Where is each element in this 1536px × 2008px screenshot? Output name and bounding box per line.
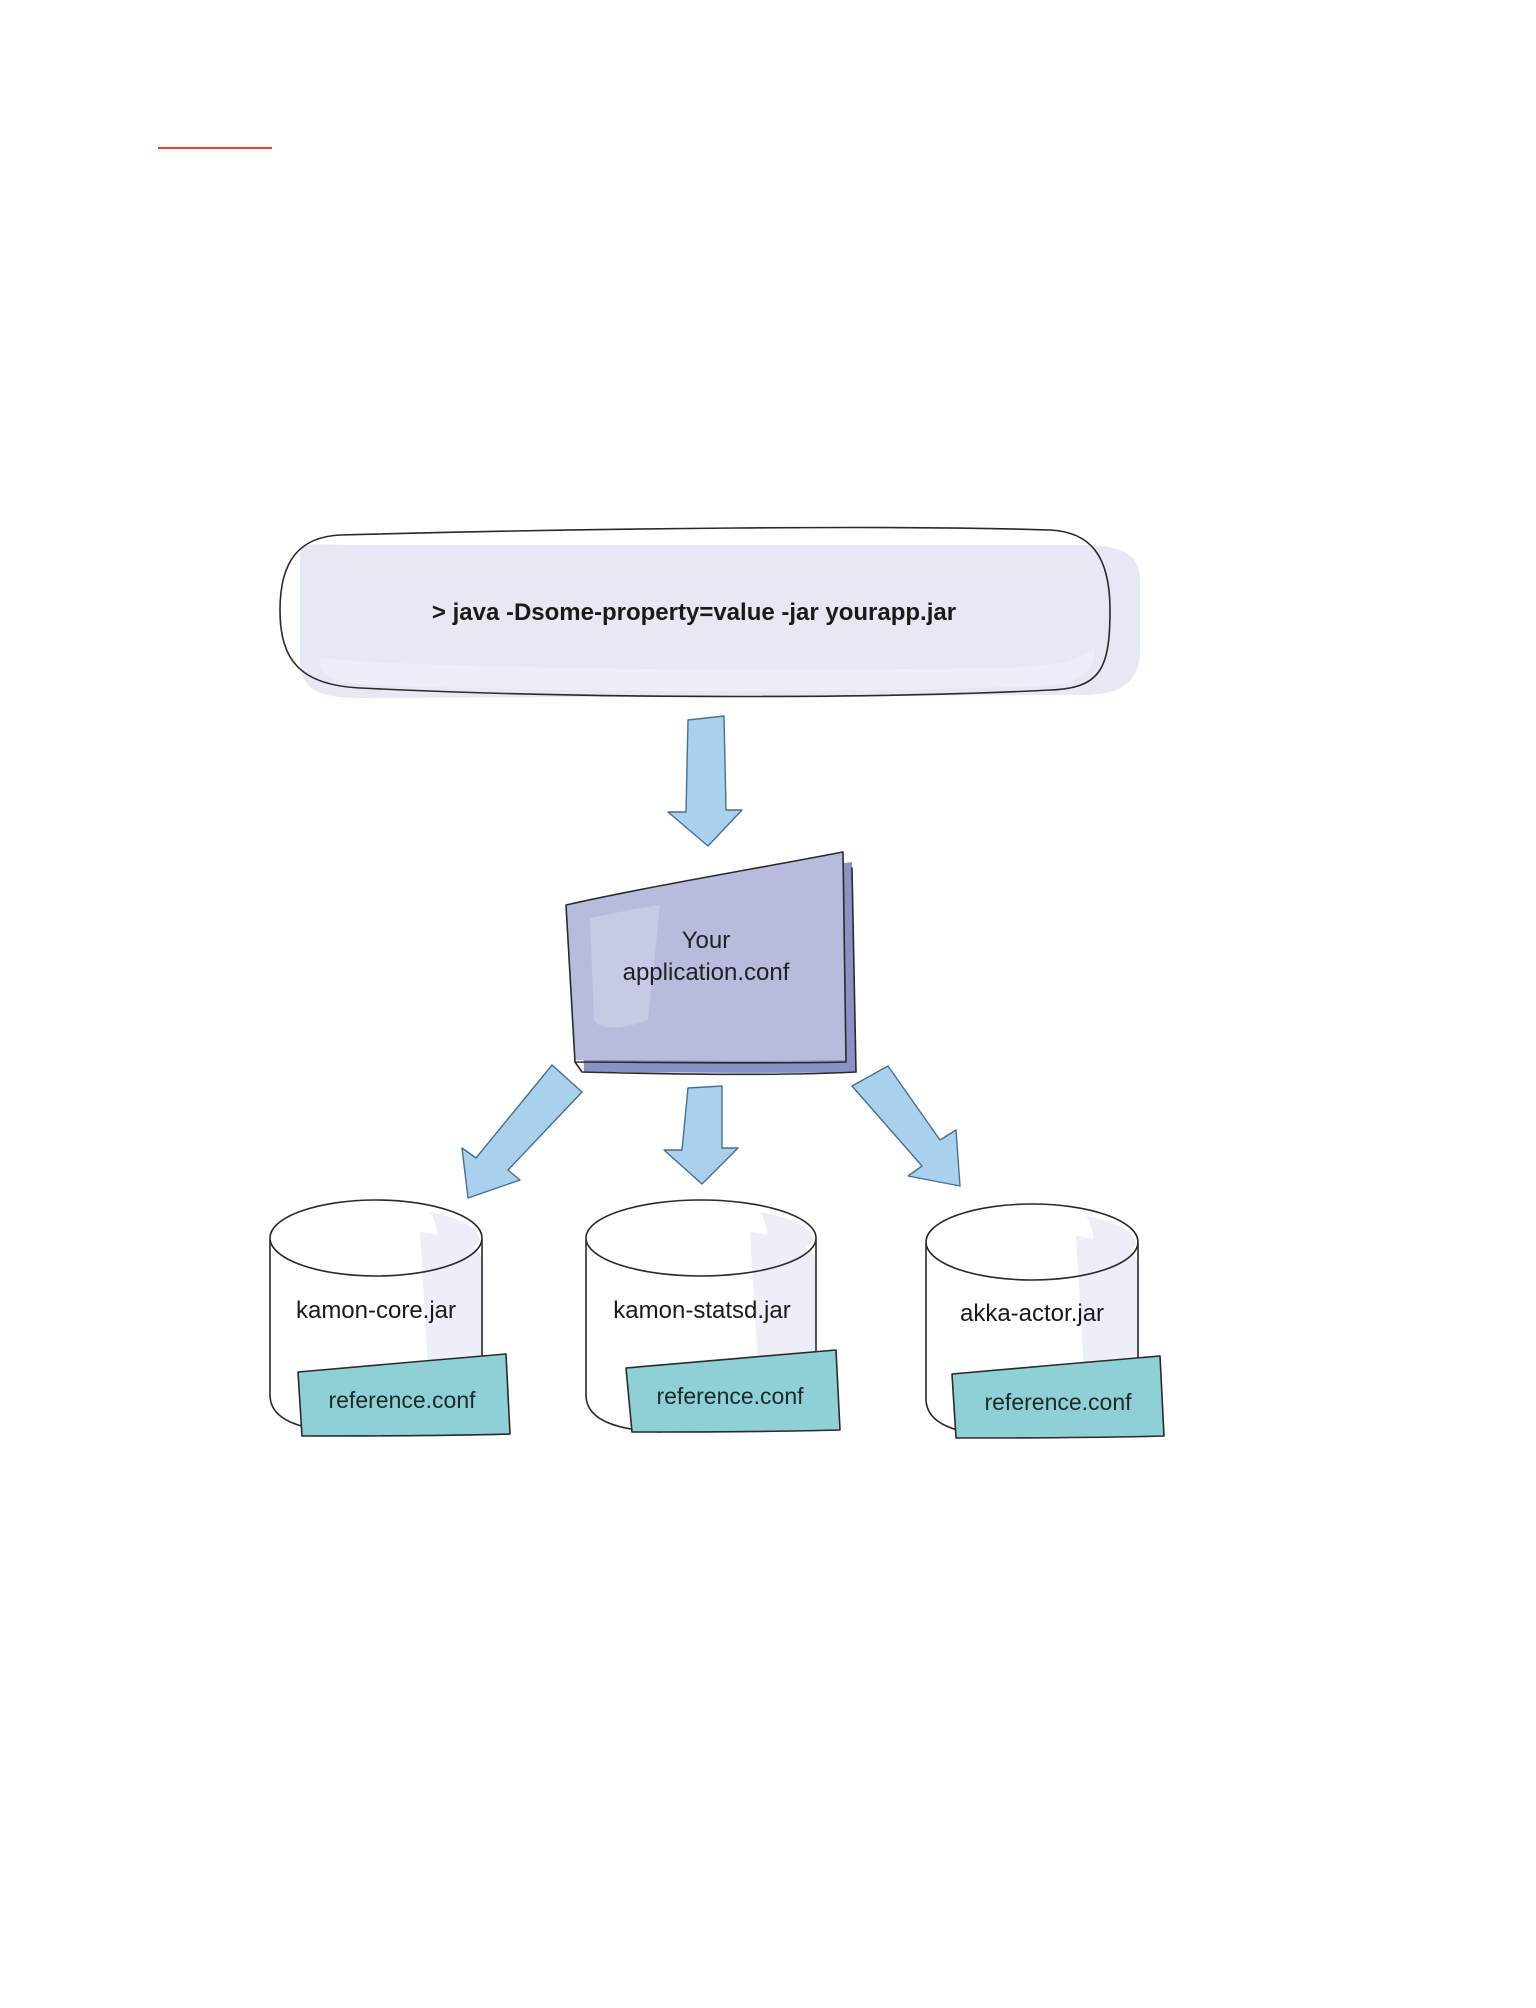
jar-kamon-core: kamon-core.jar reference.conf <box>269 1199 511 1437</box>
jar-akka-actor: akka-actor.jar reference.conf <box>925 1203 1165 1439</box>
appconf-outline-back <box>574 867 857 1076</box>
jar-kamon-core-top-shade <box>430 1212 480 1265</box>
arrow-appconf-to-kamon-core <box>461 1064 583 1199</box>
command-pill-inner-shade <box>319 645 1096 692</box>
command-pill-shadow <box>300 544 1140 698</box>
arrow-appconf-to-akka-actor <box>851 1065 961 1187</box>
appconf-label-line2: application.conf <box>623 959 790 986</box>
jar-akka-actor-ref-tag <box>952 1356 1164 1438</box>
jar-kamon-statsd-top-shade <box>760 1212 814 1265</box>
jar-kamon-core-name: kamon-core.jar <box>296 1297 456 1324</box>
jar-kamon-statsd-ref-tag <box>626 1350 840 1432</box>
appconf-outline <box>565 851 847 1064</box>
jar-akka-actor-ref-tag-outline <box>951 1355 1165 1439</box>
application-conf-card: Your application.conf <box>565 851 857 1076</box>
jar-kamon-statsd-name: kamon-statsd.jar <box>613 1297 790 1324</box>
command-pill-outline <box>279 526 1111 698</box>
jar-akka-actor-ref-label: reference.conf <box>984 1389 1132 1415</box>
appconf-label-line1: Your <box>682 927 731 954</box>
appconf-highlight <box>590 905 660 1028</box>
jar-akka-actor-name: akka-actor.jar <box>960 1300 1104 1327</box>
command-text: > java -Dsome-property=value -jar yourap… <box>432 599 956 626</box>
jar-kamon-statsd-ref-label: reference.conf <box>656 1383 804 1409</box>
jar-kamon-statsd-top <box>585 1199 817 1277</box>
arrow-command-to-appconf <box>667 715 743 847</box>
jar-akka-actor-top <box>925 1203 1139 1281</box>
jar-akka-actor-top-shade <box>1086 1216 1136 1269</box>
jar-kamon-core-ref-tag-outline <box>297 1353 511 1437</box>
jar-kamon-core-top <box>269 1199 483 1277</box>
command-line-pill: > java -Dsome-property=value -jar yourap… <box>279 526 1140 698</box>
jar-kamon-statsd: kamon-statsd.jar reference.conf <box>585 1199 841 1433</box>
jar-kamon-core-ref-label: reference.conf <box>328 1387 476 1413</box>
jar-kamon-core-ref-tag <box>298 1354 510 1436</box>
jar-kamon-statsd-ref-tag-outline <box>625 1349 841 1433</box>
arrow-appconf-to-kamon-statsd <box>663 1085 739 1185</box>
